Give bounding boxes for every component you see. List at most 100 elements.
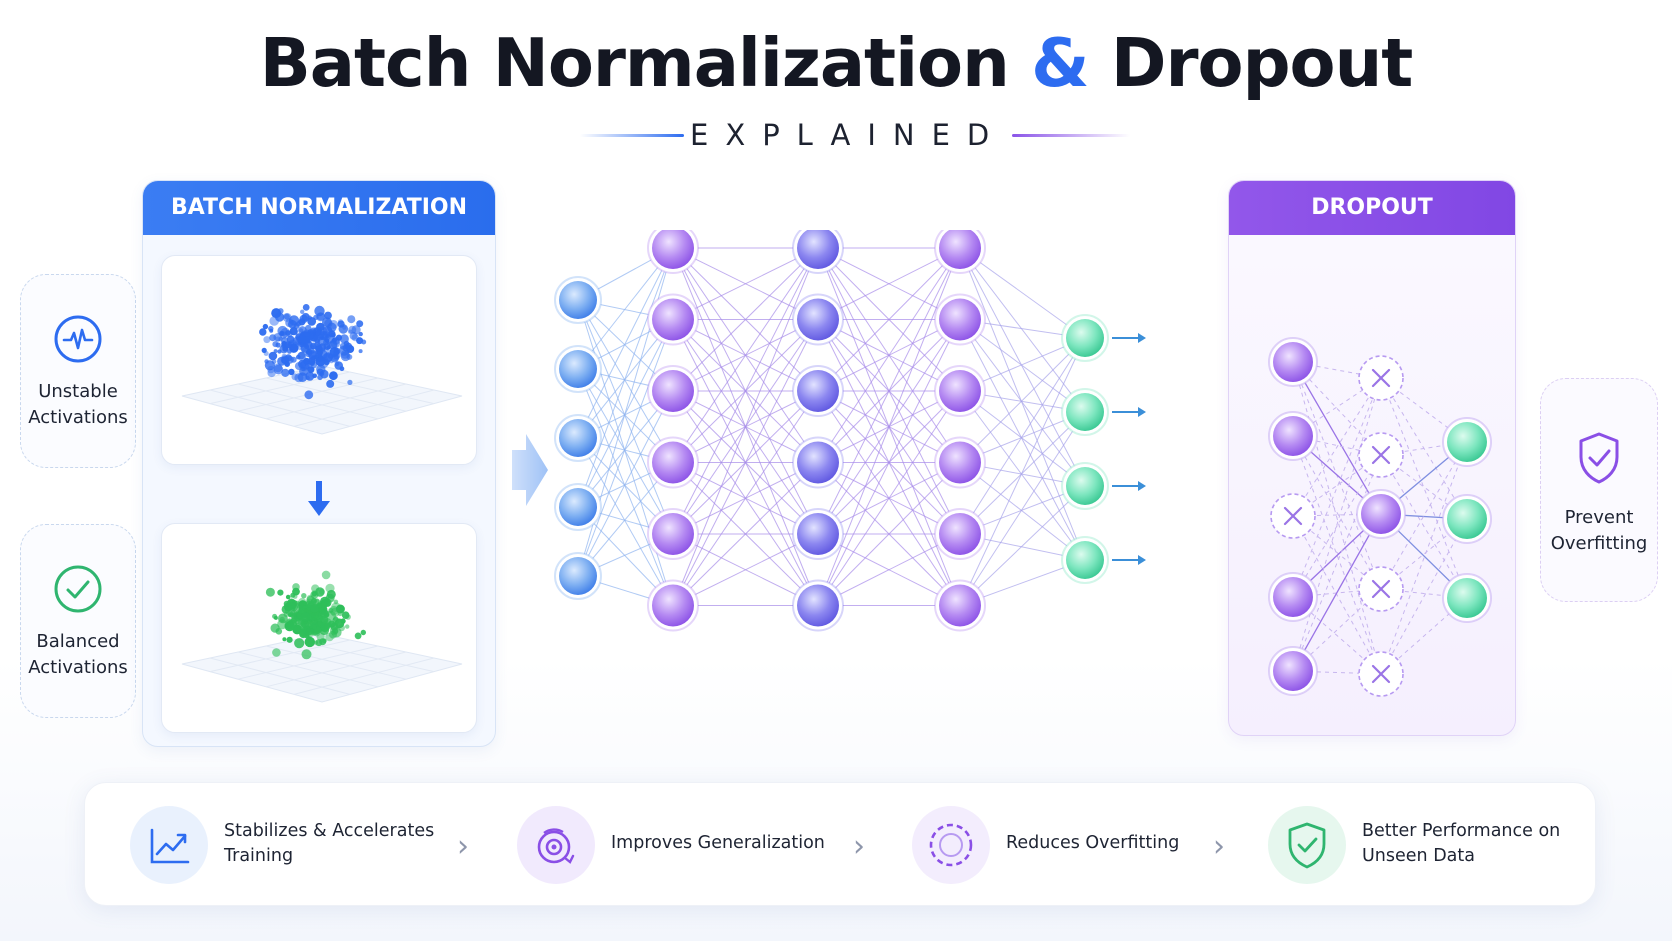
chevron-right-icon: ›: [457, 829, 469, 864]
scatter-point: [263, 336, 271, 344]
network-edge: [577, 390, 674, 577]
network-edge: [577, 247, 674, 439]
network-edge: [959, 337, 1086, 535]
unstable-label-line1: Unstable: [38, 381, 118, 402]
scatter-point: [278, 613, 288, 624]
active-neuron: [1447, 422, 1487, 462]
scatter-point: [326, 379, 335, 388]
neuron-node: [652, 513, 694, 555]
benefit-reduces-overfitting: Reduces Overfitting: [912, 783, 1232, 905]
network-edge: [959, 337, 1086, 606]
neuron-node: [939, 298, 981, 341]
shield-check-icon: [1576, 431, 1622, 485]
scatter-point: [338, 324, 349, 334]
balanced-label-line1: Balanced: [36, 631, 120, 652]
x-icon: [1371, 664, 1391, 684]
scatter-point: [312, 373, 317, 379]
scatter-point: [296, 601, 304, 610]
scatter-point: [328, 353, 333, 359]
scatter-point: [290, 356, 297, 363]
network-edge: [672, 390, 819, 606]
dropout-header: DROPOUT: [1229, 181, 1515, 235]
network-edge: [959, 337, 1086, 463]
scatter-point: [316, 322, 325, 332]
scatter-point: [273, 349, 278, 354]
network-edge: [672, 247, 819, 535]
scatter-point: [300, 309, 305, 314]
scatter-point: [297, 351, 306, 360]
scatter-point: [267, 365, 275, 374]
line-chart-icon: [130, 806, 208, 884]
scatter-point: [337, 319, 344, 325]
flow-arrow-icon: [508, 432, 550, 508]
scatter-point: [264, 359, 269, 364]
network-edge: [959, 411, 1086, 535]
scatter-point: [348, 325, 357, 334]
scatter-point: [303, 329, 311, 337]
scatter-point: [288, 611, 294, 617]
subtitle-line-right: [1012, 134, 1130, 137]
network-edge: [959, 319, 1086, 561]
active-neuron: [1273, 416, 1313, 456]
dashed-circle-icon: [912, 806, 990, 884]
dropout-edge: [1292, 435, 1382, 675]
scatter-point: [306, 636, 312, 641]
scatter-point: [275, 336, 281, 342]
network-edge: [959, 390, 1086, 561]
benefit-stabilizes: Stabilizes & Accelerates Training: [130, 783, 460, 905]
scatter-point: [282, 637, 287, 642]
neuron-node: [652, 441, 694, 484]
scatter-point: [289, 327, 298, 336]
scatter-point: [305, 363, 311, 369]
scatter-point: [347, 379, 353, 385]
scatter-point: [272, 341, 279, 348]
scatter-point: [312, 624, 317, 630]
neuron-node: [797, 370, 839, 412]
scatter-point: [320, 621, 331, 632]
neuron-node: [939, 441, 981, 484]
neuron-node: [939, 230, 981, 269]
active-neuron: [1273, 577, 1313, 617]
scatter-point: [323, 343, 331, 350]
network-nodes: [554, 230, 1109, 632]
neuron-node: [559, 419, 597, 457]
scatter-point: [284, 619, 294, 629]
scatter-point: [347, 315, 356, 324]
network-edge: [577, 437, 674, 606]
scatter-point: [329, 346, 340, 357]
network-edge: [672, 462, 819, 606]
batch-normalization-header: BATCH NORMALIZATION: [143, 181, 495, 235]
scatter-point: [275, 628, 283, 635]
balanced-scatter-plot: [161, 523, 477, 733]
arrow-head: [1138, 481, 1146, 491]
neuron-node: [559, 488, 597, 526]
network-edge: [577, 319, 674, 577]
network-edge: [817, 247, 961, 320]
network-edge: [672, 247, 819, 392]
network-edge: [672, 247, 819, 463]
shield-check-icon: [1268, 806, 1346, 884]
scatter-point: [324, 338, 330, 343]
scatter-point: [332, 616, 339, 622]
network-edge: [577, 299, 674, 463]
scatter-point: [307, 315, 312, 320]
scatter-point: [261, 347, 267, 353]
scatter-point: [345, 624, 350, 629]
scatter-point: [344, 342, 353, 351]
network-edge: [577, 247, 674, 370]
neuron-node: [797, 584, 839, 627]
network-edge: [959, 485, 1086, 606]
scatter-point: [316, 632, 325, 641]
scatter-point: [299, 366, 309, 376]
scatter-point: [342, 325, 347, 330]
scatter-point: [288, 368, 295, 376]
network-edge: [817, 533, 961, 606]
scatter-point: [361, 339, 367, 345]
scatter-point: [324, 311, 332, 320]
scatter-point: [267, 368, 276, 378]
benefit-4-line1: Better Performance on: [1362, 821, 1561, 841]
network-edge: [817, 247, 961, 535]
benefit-generalization: Improves Generalization: [517, 783, 847, 905]
scatter-point: [317, 336, 327, 346]
scatter-point: [329, 371, 338, 381]
